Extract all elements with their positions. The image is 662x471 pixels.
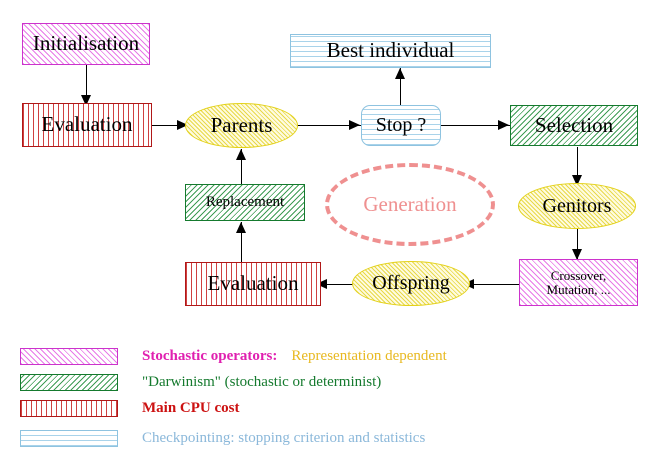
legend-row-stochastic: Stochastic operators: Representation dep… xyxy=(20,344,447,368)
node-evaluation-bottom[interactable]: Evaluation xyxy=(185,262,321,306)
arrowhead-replacement-to-parents xyxy=(236,149,246,160)
edge-stop-to-selection xyxy=(441,125,510,126)
arrowhead-selection-to-genitors xyxy=(572,175,582,186)
node-offspring[interactable]: Offspring xyxy=(352,261,470,306)
edge-selection-to-genitors xyxy=(577,147,578,183)
edge-parents-to-stop xyxy=(297,125,361,126)
node-evaluation-top[interactable]: Evaluation xyxy=(22,103,152,147)
edge-evaluation-to-replacement xyxy=(241,222,242,262)
node-best-individual[interactable]: Best individual xyxy=(290,34,491,68)
edge-crossover-to-offspring xyxy=(469,284,519,285)
node-parents[interactable]: Parents xyxy=(185,103,298,148)
legend-row-darwinism: "Darwinism" (stochastic or determinist) xyxy=(20,370,381,394)
node-initialisation[interactable]: Initialisation xyxy=(22,23,150,65)
legend-label-main-cpu-cost: Main CPU cost xyxy=(142,399,240,416)
edge-offspring-to-evaluation xyxy=(322,284,366,285)
arrowhead-stop-to-selection xyxy=(498,120,509,130)
node-crossover-mutation[interactable]: Crossover, Mutation, ... xyxy=(519,259,638,306)
legend-swatch-magenta-diagonal-hatch xyxy=(20,347,118,365)
node-replacement[interactable]: Replacement xyxy=(185,184,305,221)
legend-row-checkpointing: Checkpointing: stopping criterion and st… xyxy=(20,426,425,450)
legend-label-stochastic-operators: Stochastic operators: xyxy=(142,347,278,364)
node-genitors[interactable]: Genitors xyxy=(518,183,636,229)
legend-label-darwinism: "Darwinism" (stochastic or determinist) xyxy=(142,373,382,390)
legend-swatch-green-diagonal-hatch xyxy=(20,373,118,391)
legend-label-checkpointing: Checkpointing: stopping criterion and st… xyxy=(142,429,426,446)
arrowhead-initialisation-to-evaluation xyxy=(81,95,91,106)
arrowhead-genitors-to-crossover xyxy=(572,249,582,260)
arrowhead-offspring-to-evaluation xyxy=(316,279,327,289)
legend-row-cpu-cost: Main CPU cost xyxy=(20,396,240,420)
edge-evaluation-to-parents xyxy=(152,125,185,126)
edge-stop-to-best-individual xyxy=(400,68,401,106)
arrowhead-parents-to-stop xyxy=(349,120,360,130)
arrowhead-evaluation-to-parents xyxy=(177,120,188,130)
legend-swatch-blue-horizontal-lines xyxy=(20,429,118,447)
edge-initialisation-to-evaluation xyxy=(86,64,87,102)
legend-label-representation-dependent: Representation dependent xyxy=(291,347,447,364)
node-stop[interactable]: Stop ? xyxy=(361,105,441,146)
legend: Stochastic operators: Representation dep… xyxy=(0,334,662,459)
node-selection[interactable]: Selection xyxy=(510,105,638,146)
arrowhead-evaluation-to-replacement xyxy=(236,222,246,233)
arrowhead-stop-to-best-individual xyxy=(395,68,405,79)
node-generation: Generation xyxy=(325,163,495,246)
edge-genitors-to-crossover xyxy=(577,229,578,259)
legend-swatch-red-vertical-lines xyxy=(20,399,118,417)
edge-replacement-to-parents xyxy=(241,149,242,185)
